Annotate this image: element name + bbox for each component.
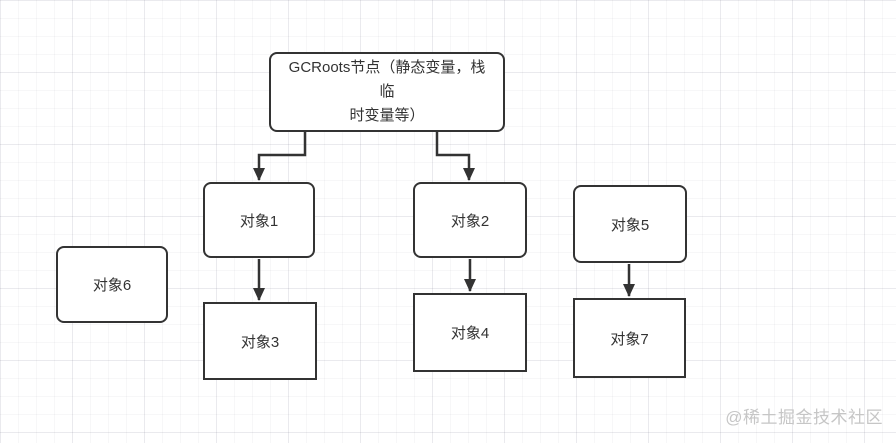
node-obj2-label: 对象2 bbox=[450, 212, 490, 230]
node-gcroots: GCRoots节点（静态变量，栈临 时变量等） bbox=[269, 52, 505, 132]
node-obj1: 对象1 bbox=[203, 182, 315, 258]
edge-gcroots-obj1 bbox=[253, 131, 307, 181]
node-obj7: 对象7 bbox=[573, 298, 686, 378]
node-obj2: 对象2 bbox=[413, 182, 527, 258]
node-obj3-label: 对象3 bbox=[240, 333, 280, 351]
node-obj5-label: 对象5 bbox=[610, 216, 650, 234]
node-gcroots-label-line2: 时变量等） bbox=[349, 107, 425, 124]
node-obj6: 对象6 bbox=[56, 246, 168, 323]
node-obj1-label: 对象1 bbox=[239, 212, 279, 230]
node-obj4-label: 对象4 bbox=[450, 325, 490, 342]
node-obj4: 对象4 bbox=[413, 293, 527, 372]
node-obj3: 对象3 bbox=[203, 302, 317, 380]
node-obj6-label: 对象6 bbox=[92, 277, 132, 294]
node-obj5: 对象5 bbox=[573, 185, 687, 263]
watermark: @稀土掘金技术社区 bbox=[725, 408, 883, 427]
node-obj7-label: 对象7 bbox=[610, 330, 649, 348]
node-gcroots-label-line1: GCRoots节点（静态变量，栈临 bbox=[288, 59, 486, 100]
node-gcroots-label: GCRoots节点（静态变量，栈临 时变量等） bbox=[283, 56, 491, 128]
edge-gcroots-obj2 bbox=[435, 131, 475, 181]
